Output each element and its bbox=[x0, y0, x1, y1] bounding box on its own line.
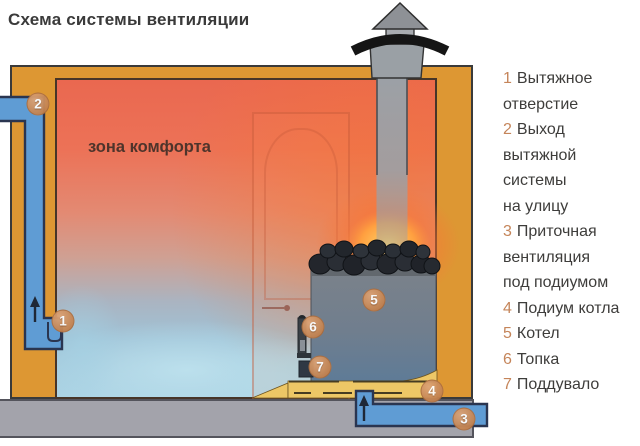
floor-slab bbox=[0, 399, 474, 438]
legend-number: 3 bbox=[503, 223, 512, 240]
legend-text: Вытяжное отверстие bbox=[503, 70, 593, 113]
chimney-cap-icon bbox=[371, 1, 429, 30]
legend-number: 6 bbox=[503, 350, 512, 368]
legend-number: 4 bbox=[503, 299, 512, 317]
cool-air-blob bbox=[57, 285, 122, 397]
legend-number: 1 bbox=[503, 70, 512, 87]
marker-3: 3 bbox=[452, 407, 476, 431]
legend-text: Подиум котла bbox=[516, 299, 620, 317]
legend-number: 7 bbox=[503, 376, 512, 393]
page-title: Схема системы вентиляции bbox=[8, 10, 250, 29]
legend-text: Котел bbox=[516, 325, 560, 342]
room-interior bbox=[55, 78, 437, 399]
marker-2: 2 bbox=[26, 92, 50, 116]
comfort-zone-label: зона комфорта bbox=[88, 138, 211, 156]
legend-number: 5 bbox=[503, 325, 512, 342]
marker-6: 6 bbox=[301, 315, 325, 339]
marker-4: 4 bbox=[420, 379, 444, 403]
legend-text: Поддувало bbox=[516, 376, 600, 393]
marker-7: 7 bbox=[308, 355, 332, 379]
marker-5: 5 bbox=[362, 288, 386, 312]
marker-1: 1 bbox=[51, 309, 75, 333]
roof-flashing bbox=[350, 34, 450, 56]
legend-text: Приточная вентиляция под подиумом bbox=[503, 223, 609, 291]
door-arch-panel bbox=[264, 128, 338, 300]
legend-text: Топка bbox=[516, 350, 560, 368]
chimney-neck bbox=[385, 26, 415, 45]
legend-text: Выход вытяжной системы на улицу bbox=[503, 121, 577, 215]
door bbox=[252, 112, 350, 399]
legend-number: 2 bbox=[503, 121, 512, 138]
